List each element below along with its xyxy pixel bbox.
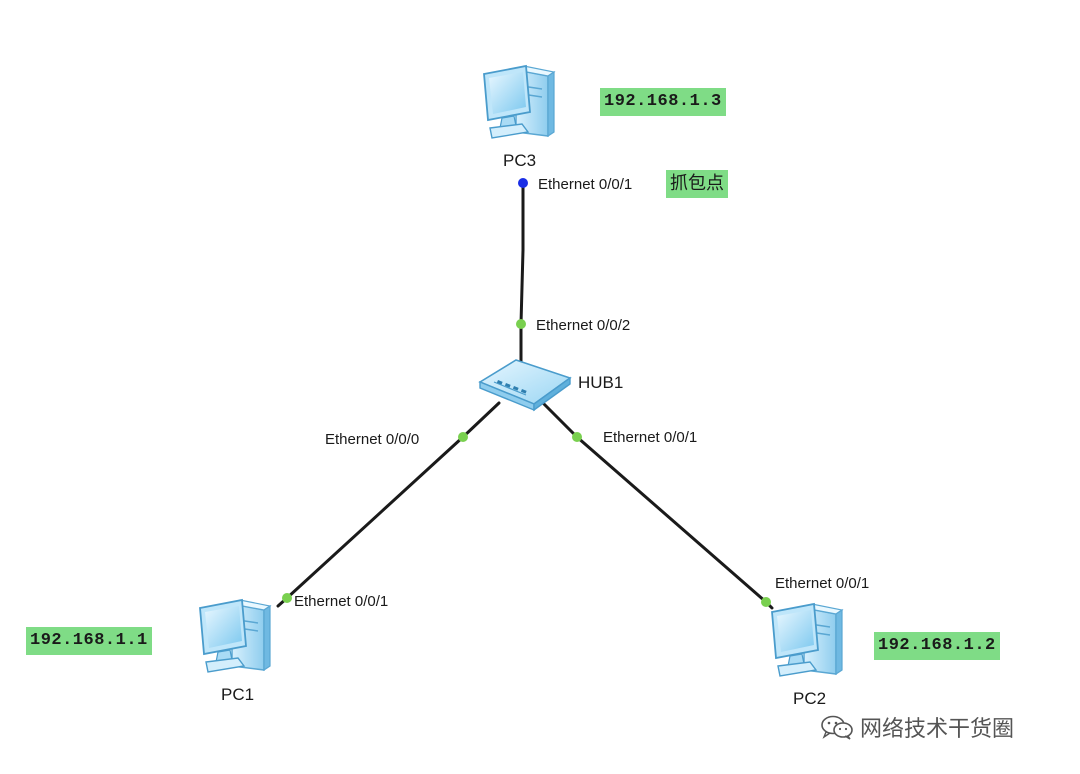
- pc2-label: PC2: [793, 689, 826, 708]
- wechat-icon: [821, 715, 853, 740]
- watermark: 网络技术干货圈: [820, 712, 1014, 742]
- hub-label: HUB1: [578, 373, 623, 392]
- pc3-port-label: Ethernet 0/0/1: [538, 176, 632, 193]
- hub-port-label-pc3: Ethernet 0/0/2: [536, 317, 630, 334]
- pc2-port-dot[interactable]: [761, 597, 771, 607]
- pc2-ip-label: 192.168.1.2: [874, 632, 1000, 660]
- link-pc3-hub[interactable]: [519, 181, 525, 368]
- pc1-ip-label: 192.168.1.1: [26, 627, 152, 655]
- pc3-ip-label: 192.168.1.3: [600, 88, 726, 116]
- hub-port-dot-pc2[interactable]: [572, 432, 582, 442]
- pc3-icon[interactable]: [483, 65, 555, 139]
- hub-icon[interactable]: [478, 359, 572, 412]
- pc1-icon[interactable]: [199, 599, 271, 673]
- pc1-port-dot[interactable]: [282, 593, 292, 603]
- pc1-port-label: Ethernet 0/0/1: [294, 593, 388, 610]
- pc2-port-label: Ethernet 0/0/1: [775, 575, 869, 592]
- pc1-label: PC1: [221, 685, 254, 704]
- hub-port-dot-pc3[interactable]: [516, 319, 526, 329]
- hub-port-label-pc1: Ethernet 0/0/0: [325, 431, 419, 448]
- hub-port-dot-pc1[interactable]: [458, 432, 468, 442]
- pc2-icon[interactable]: [771, 603, 843, 677]
- hub-port-label-pc2: Ethernet 0/0/1: [603, 429, 697, 446]
- capture-point-label: 抓包点: [666, 170, 728, 198]
- pc3-label: PC3: [503, 151, 536, 170]
- watermark-text: 网络技术干货圈: [860, 717, 1015, 742]
- capture-port-dot[interactable]: [518, 178, 528, 188]
- link-hub-pc1[interactable]: [276, 401, 501, 608]
